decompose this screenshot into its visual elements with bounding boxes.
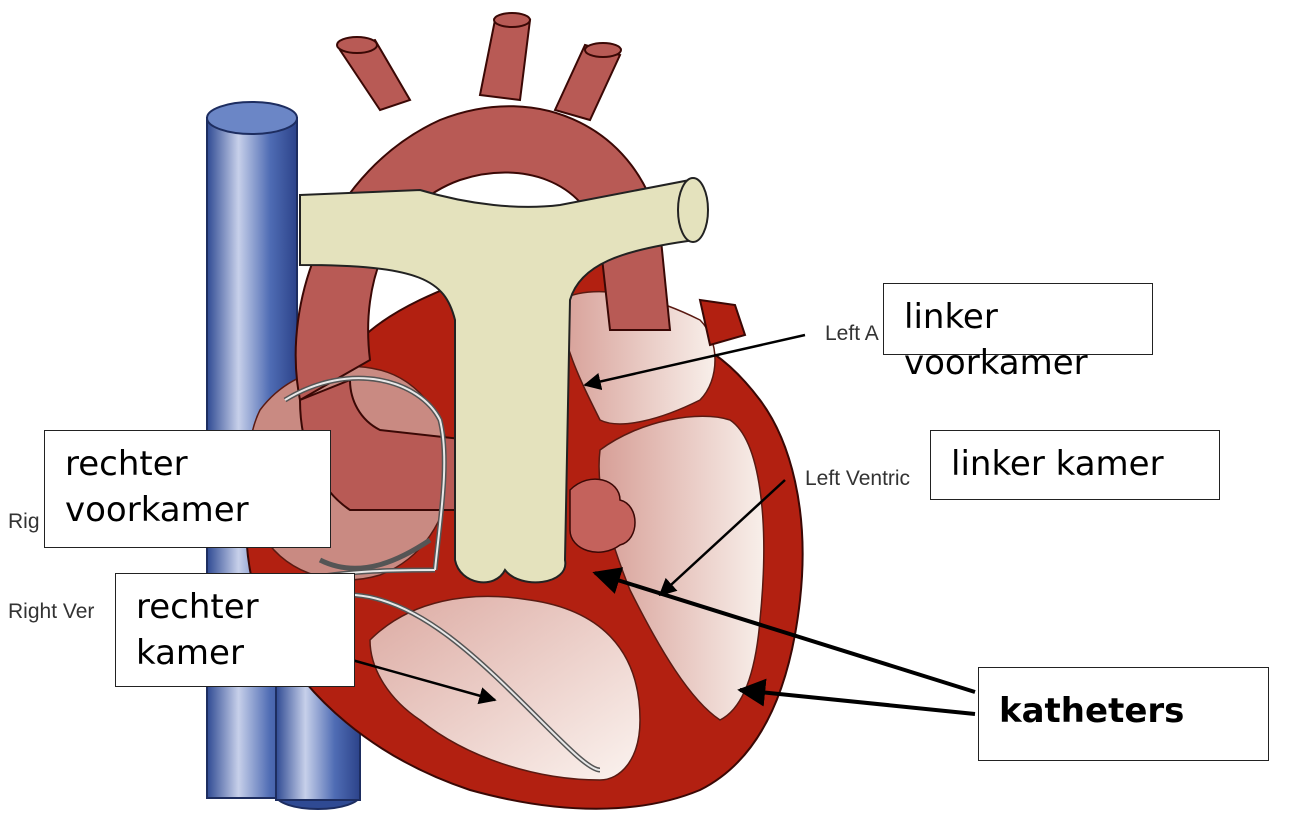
- label-rechter-kamer: rechter kamer: [115, 573, 355, 687]
- orig-label-right-ventricle: Right Ver: [8, 600, 94, 624]
- orig-label-left-atrium: Left A: [825, 322, 879, 346]
- orig-label-right-atrium: Rig: [8, 510, 40, 534]
- label-rechter-voorkamer-line2: voorkamer: [65, 487, 330, 533]
- label-linker-voorkamer: linker voorkamer: [883, 283, 1153, 355]
- label-katheters-text: katheters: [999, 691, 1184, 731]
- label-linker-kamer: linker kamer: [930, 430, 1220, 500]
- orig-label-left-ventricle: Left Ventric: [805, 467, 910, 491]
- label-katheters: katheters: [978, 667, 1269, 761]
- label-rechter-voorkamer-line1: rechter: [65, 441, 330, 487]
- label-linker-voorkamer-text: linker voorkamer: [904, 297, 1088, 383]
- label-rechter-kamer-line2: kamer: [136, 630, 354, 676]
- label-linker-kamer-text: linker kamer: [951, 444, 1164, 484]
- label-rechter-kamer-line1: rechter: [136, 584, 354, 630]
- label-rechter-voorkamer: rechter voorkamer: [44, 430, 331, 548]
